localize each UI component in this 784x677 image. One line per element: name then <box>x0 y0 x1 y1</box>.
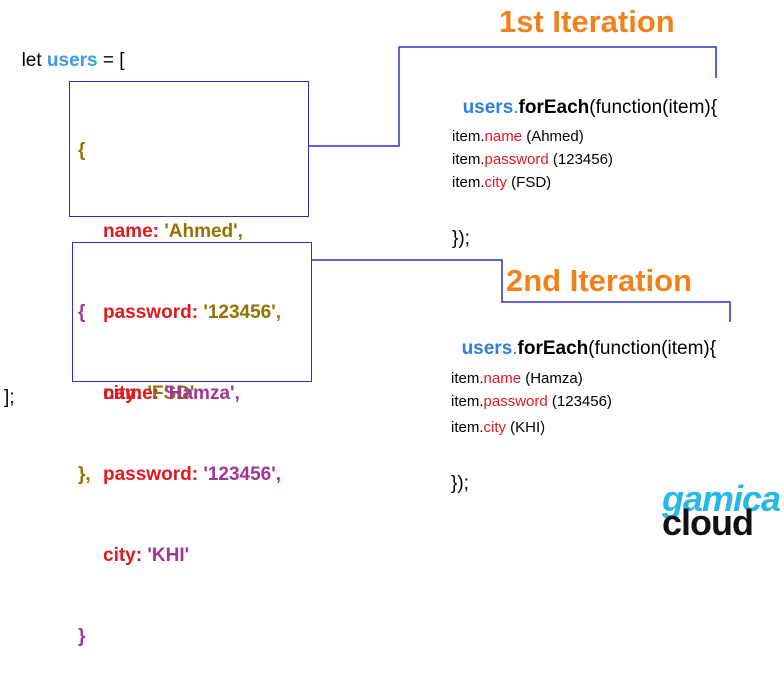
foreach-close-1: }); <box>452 228 470 249</box>
city-value: 'FSD' <box>147 383 195 404</box>
foreach-call-1: users.forEach(function(item){ <box>462 97 718 118</box>
connector-1st <box>309 46 717 147</box>
foreach-call-2: users.forEach(function(item){ <box>461 338 717 359</box>
iteration-title-1: 1st Iteration <box>499 4 675 39</box>
connector-lines <box>309 46 731 322</box>
object-box-ahmed <box>69 81 309 217</box>
foreach-close-2: }); <box>451 473 469 494</box>
object-open-brace: { <box>78 140 86 161</box>
item-line-city-2: item.city (KHI) <box>451 419 546 436</box>
foreach-method: forEach <box>518 97 590 118</box>
foreach-args: (function(item){ <box>588 338 717 359</box>
foreach-args: (function(item){ <box>589 97 718 118</box>
city-value: 'KHI' <box>147 545 190 566</box>
item-line-name-1: item.name (Ahmed) <box>452 128 584 145</box>
connector-2nd <box>312 259 731 322</box>
logo-cloud: cloud <box>662 502 754 543</box>
item-line-city-1: item.city (FSD) <box>452 174 552 191</box>
item-line-password-1: item.password (123456) <box>452 151 613 168</box>
object-hamza: { name: 'Hamza', password: '123456', cit… <box>78 302 282 647</box>
name-key: name <box>103 383 153 404</box>
name-key: name <box>103 221 153 242</box>
assign-open-bracket: = [ <box>97 50 125 71</box>
foreach-array: users <box>461 338 513 359</box>
iteration-title-2: 2nd Iteration <box>506 263 693 298</box>
object-close-brace: } <box>78 626 86 647</box>
foreach-method: forEach <box>517 338 589 359</box>
city-key: city <box>103 383 136 404</box>
item-line-password-2: item.password (123456) <box>451 393 612 410</box>
password-value: '123456', <box>203 464 282 485</box>
password-key: password <box>103 464 192 485</box>
city-key: city <box>103 545 136 566</box>
users-variable: users <box>46 50 98 71</box>
password-key: password <box>103 302 192 323</box>
password-value: '123456', <box>203 302 282 323</box>
array-closing: ]; <box>4 387 15 408</box>
logo-gamica: gamica <box>662 478 781 519</box>
item-line-name-2: item.name (Hamza) <box>451 370 583 387</box>
object-open-brace: { <box>78 302 86 323</box>
object-close-brace: }, <box>78 464 91 485</box>
object-ahmed: { name: 'Ahmed', password: '123456', cit… <box>78 140 282 485</box>
name-value: 'Ahmed', <box>164 221 243 242</box>
let-keyword: let <box>21 50 47 71</box>
name-value: 'Hamza', <box>164 383 240 404</box>
object-box-hamza <box>72 242 312 382</box>
foreach-array: users <box>462 97 514 118</box>
array-declaration: let users = [ <box>11 28 125 72</box>
